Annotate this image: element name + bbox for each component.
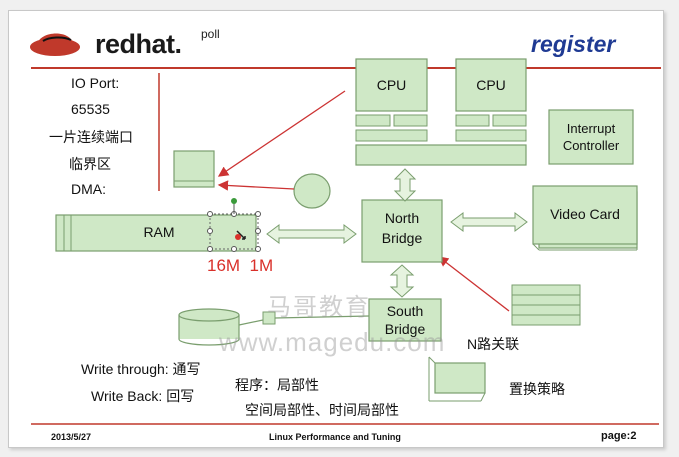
watermark-cn: 马哥教育 — [267, 294, 371, 321]
watermark-url: www.magedu.com — [219, 327, 446, 357]
architecture-diagram — [31, 58, 659, 425]
ram-size-annotation: 16M 1M — [207, 256, 274, 275]
write-back-label: Write Back: 回写 — [91, 388, 195, 404]
replacement-policy-label: 置换策略 — [509, 381, 565, 397]
north-bridge-box — [361, 199, 443, 263]
note-65535: 65535 — [71, 101, 110, 117]
cpu1-cache-c — [355, 129, 428, 142]
cache-line-4 — [511, 314, 581, 326]
locality-program-label: 程序：局部性 — [235, 377, 319, 393]
footer-title: Linux Performance and Tuning — [269, 432, 401, 442]
cpu1-cache-b — [393, 114, 428, 127]
arrow-ram-northbridge — [266, 224, 357, 244]
slide: redhat. poll register IO Port: 65535 一片连… — [8, 10, 664, 448]
footer-date: 2013/5/27 — [51, 432, 92, 442]
cache-line-2 — [511, 294, 581, 306]
header-divider — [31, 67, 661, 69]
arrow-fsb-northbridge — [393, 168, 417, 202]
page-title: register — [531, 31, 616, 57]
dma-circle — [293, 173, 331, 209]
note-critical-section: 临界区 — [69, 156, 111, 172]
cache-line-3 — [511, 304, 581, 316]
ram-label: RAM — [143, 224, 175, 240]
cpu2-label: CPU — [476, 77, 506, 93]
south-bridge-box — [368, 298, 442, 342]
arrow-north-south — [389, 264, 415, 298]
logo-superscript: poll — [201, 27, 220, 41]
arrow-northbridge-video — [450, 212, 528, 232]
south-bridge-label-2: Bridge — [384, 321, 426, 337]
interrupt-controller-box — [548, 109, 634, 165]
cpu1-label: CPU — [376, 77, 407, 93]
io-device-box — [173, 150, 215, 188]
video-card-label: Video Card — [550, 206, 620, 222]
note-dma: DMA: — [71, 181, 106, 197]
note-continuous-ports: 一片连续端口 — [49, 129, 133, 145]
cpu2-cache-a — [455, 114, 490, 127]
redhat-logo-icon — [30, 33, 80, 56]
logo-text: redhat. — [95, 29, 182, 59]
cpu2-cache-c — [455, 129, 527, 142]
south-bridge-label-1: South — [386, 303, 424, 319]
note-io-port: IO Port: — [71, 75, 120, 91]
disk-cylinder-top — [178, 308, 240, 322]
peripheral-box — [434, 362, 486, 394]
north-bridge-label-1: North — [384, 210, 420, 226]
n-way-associative-label: N路关联 — [467, 336, 520, 352]
interrupt-controller-label-1: Interrupt — [566, 121, 616, 136]
cpu1-box — [355, 58, 428, 112]
video-card-box — [532, 185, 638, 245]
north-bridge-label-2: Bridge — [381, 230, 423, 246]
locality-types-label: 空间局部性、时间局部性 — [245, 402, 399, 418]
cpu1-cache-a — [355, 114, 391, 127]
write-through-label: Write through: 通写 — [81, 361, 201, 377]
cache-line-1 — [511, 284, 581, 296]
move-cursor-icon — [236, 230, 246, 240]
cpu2-cache-b — [492, 114, 527, 127]
footer-page-number: page:2 — [601, 430, 637, 442]
front-side-bus — [355, 144, 527, 166]
interrupt-controller-label-2: Controller — [562, 138, 620, 153]
cpu2-box — [455, 58, 527, 112]
ram-box — [55, 214, 257, 252]
